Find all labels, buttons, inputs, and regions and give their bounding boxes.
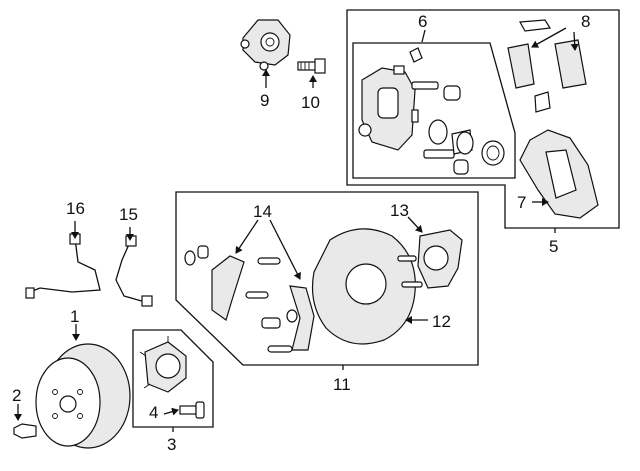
caliper-assembly-group [346,9,620,229]
hub-bearing-part [139,336,187,393]
parking-brake-group [175,191,479,366]
callout-8: 8 [581,12,590,31]
knuckle-part [397,229,463,289]
speed-sensor-part [240,19,291,71]
callout-15: 15 [119,205,138,224]
callout-13: 13 [390,201,409,220]
callout-12: 12 [432,312,451,331]
hub-bolt-part [179,401,205,419]
brake-pads-part [507,19,587,113]
hub-group [132,329,214,428]
callout-4: 4 [149,403,158,422]
backing-plate-part [311,228,416,345]
callout-7: 7 [517,193,526,212]
callout-6: 6 [418,12,427,31]
brake-hose-part [25,233,101,299]
callout-16: 16 [66,199,85,218]
brake-drum-part [35,343,131,449]
parking-brake-shoes-part [184,245,315,353]
callout-9: 9 [260,91,269,110]
bolt-part [297,58,326,74]
leader-lines [14,27,579,432]
callout-3: 3 [167,435,176,454]
caliper-bracket-part [519,129,599,219]
brake-hose-part-2 [115,235,153,307]
callout-14: 14 [253,202,272,221]
caliper-part [358,47,505,175]
callout-1: 1 [70,307,79,326]
callout-5: 5 [549,237,558,256]
callout-11: 11 [333,375,351,394]
callout-10: 10 [301,93,320,112]
callout-2: 2 [12,386,21,405]
drum-screw-part [13,423,37,439]
callout-labels: 1 2 3 4 5 6 7 8 9 10 11 12 13 14 15 16 [12,12,590,454]
